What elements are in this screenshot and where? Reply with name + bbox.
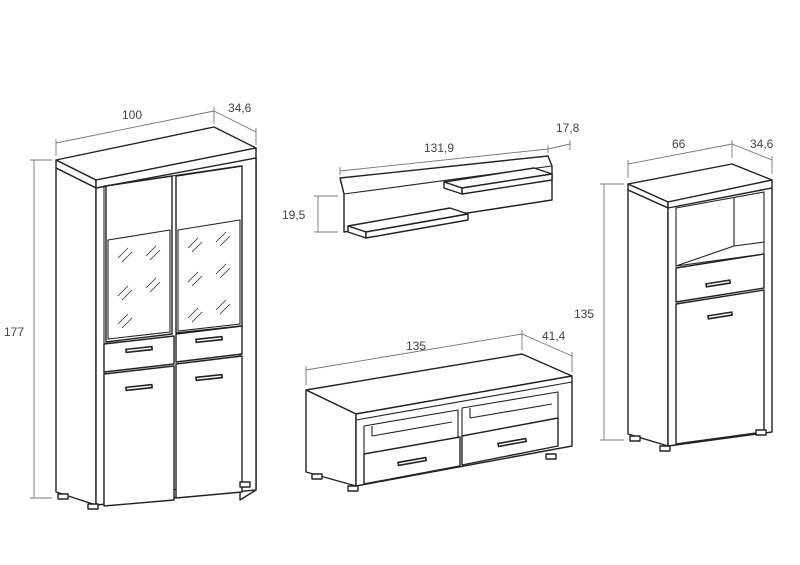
glass-reflection-marks xyxy=(117,231,231,329)
vitrine-height-label: 177 xyxy=(4,325,24,339)
vitrine-depth-label: 34,6 xyxy=(228,101,252,115)
handle-icon xyxy=(195,335,224,344)
vitrine-lower-door-left xyxy=(103,365,175,507)
vitrine-width-label: 100 xyxy=(122,108,142,122)
vitrine-drawer-left xyxy=(103,335,175,373)
vitrine-lower-door-right xyxy=(175,355,243,499)
vitrine-cabinet xyxy=(55,126,257,510)
cabinet-height-label: 135 xyxy=(574,307,594,321)
cabinet-dimension-lines xyxy=(600,140,773,441)
handle-icon xyxy=(705,279,732,288)
cabinet-drawer xyxy=(675,253,765,303)
cabinet-width-label: 66 xyxy=(672,137,686,151)
shelf-width-label: 131,9 xyxy=(424,141,454,155)
tv-stand-dimension-lines xyxy=(305,330,573,385)
vitrine-glass-door-left xyxy=(105,175,173,343)
handle-icon xyxy=(125,345,154,354)
handle-icon xyxy=(195,373,224,382)
handle-icon xyxy=(497,437,528,448)
vitrine-drawer-right xyxy=(175,325,243,363)
shelf-height-label: 19,5 xyxy=(282,208,306,222)
shelf-depth-label: 17,8 xyxy=(556,121,580,135)
handle-icon xyxy=(125,383,154,392)
tv-stand-depth-label: 41,4 xyxy=(542,329,566,343)
cabinet-depth-label: 34,6 xyxy=(750,137,774,151)
tv-stand xyxy=(305,353,573,492)
vitrine-dimension-lines xyxy=(30,107,257,499)
tv-stand-width-label: 135 xyxy=(406,339,426,353)
cabinet-door xyxy=(675,289,765,445)
handle-icon xyxy=(707,311,734,320)
shelf-dimension-lines xyxy=(314,140,571,233)
wall-shelf xyxy=(339,155,553,239)
vitrine-glass-door-right xyxy=(175,165,243,334)
tall-cabinet xyxy=(627,163,773,452)
handle-icon xyxy=(397,456,428,467)
